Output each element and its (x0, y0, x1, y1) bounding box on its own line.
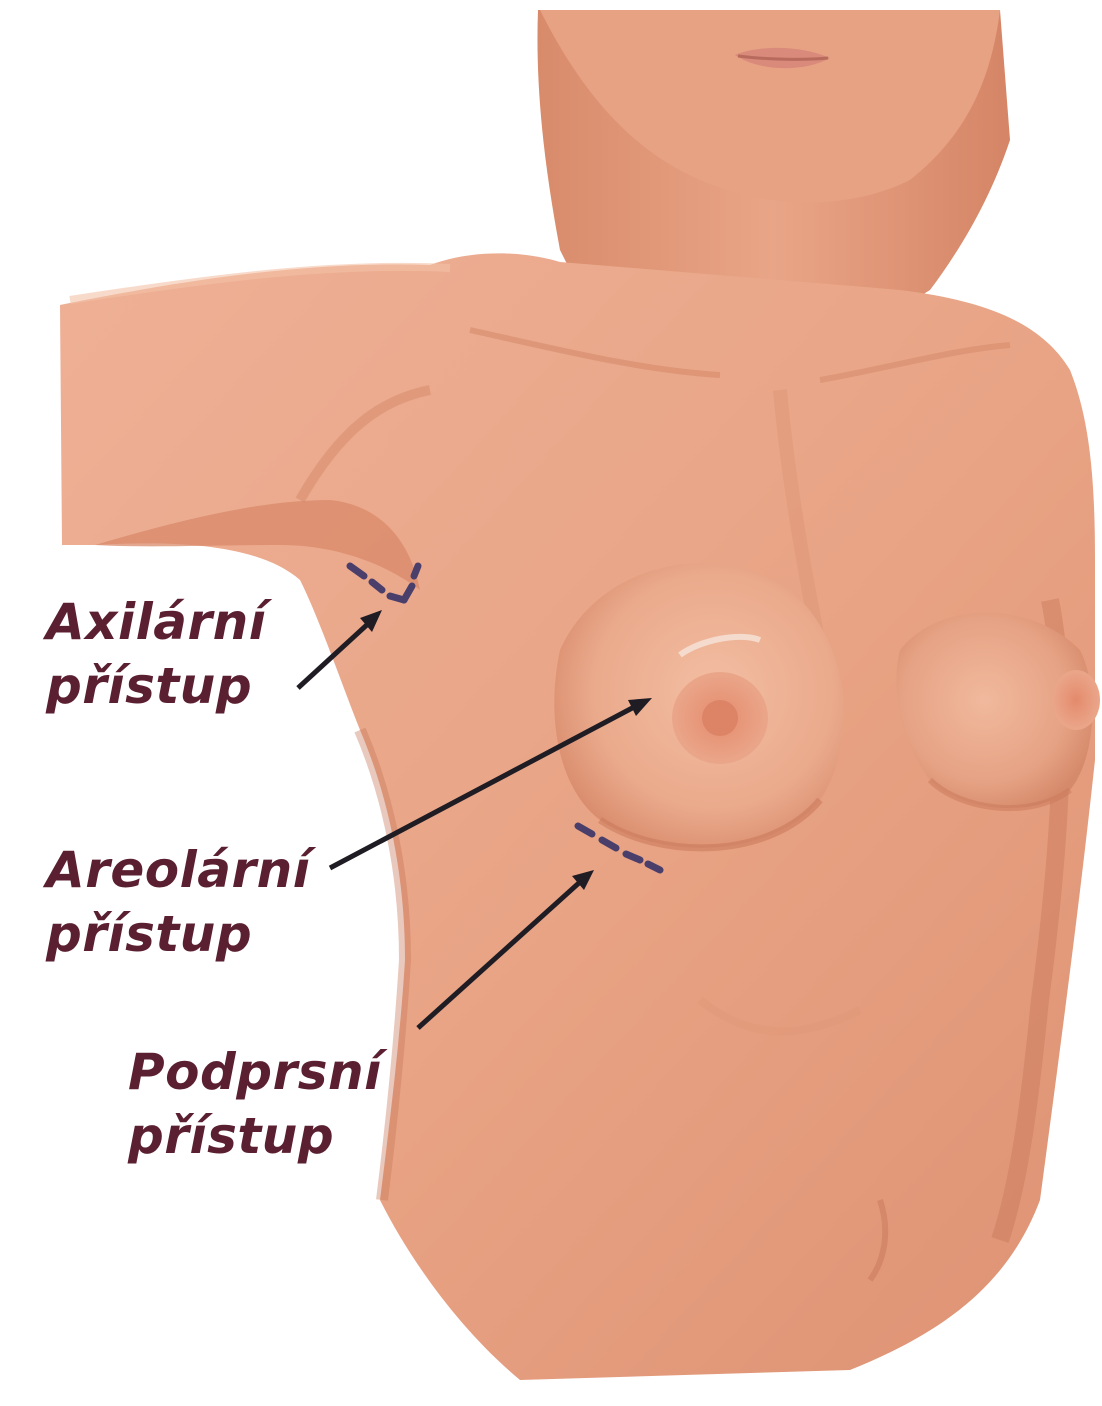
label-axillary-line2: přístup (46, 654, 266, 718)
label-areolar-line2: přístup (46, 902, 310, 966)
label-inframammary-line2: přístup (128, 1104, 382, 1168)
label-inframammary-approach: Podprsní přístup (128, 1040, 382, 1168)
label-areolar-line1: Areolární (46, 838, 310, 902)
label-areolar-approach: Areolární přístup (46, 838, 310, 966)
label-axillary-line1: Axilární (46, 590, 266, 654)
label-axillary-approach: Axilární přístup (46, 590, 266, 718)
right-areola (1052, 670, 1100, 730)
torso (60, 253, 1095, 1380)
label-inframammary-line1: Podprsní (128, 1040, 382, 1104)
